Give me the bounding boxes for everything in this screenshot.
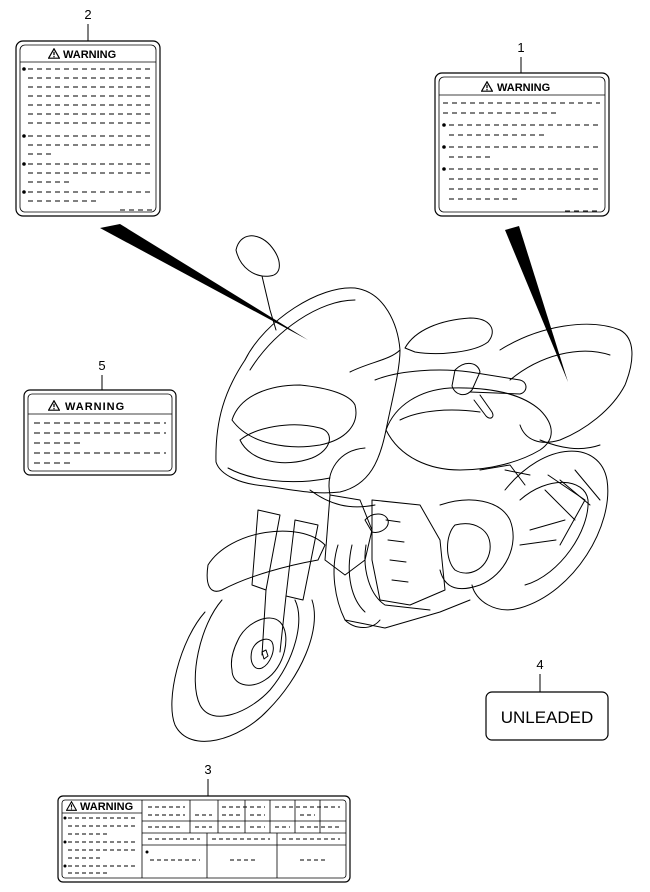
- label-1-title: WARNING: [497, 82, 550, 94]
- callout-2: 2: [84, 7, 91, 22]
- warning-label-2: 2 WARNING: [15, 7, 161, 217]
- unleaded-text: UNLEADED: [501, 708, 594, 727]
- callout-4: 4: [536, 657, 543, 672]
- unleaded-label-4: 4 UNLEADED: [485, 657, 609, 741]
- warning-label-5: 5 WARNING: [23, 358, 177, 476]
- leader-arrows: [100, 224, 568, 382]
- warning-label-3: 3 WARNING: [57, 762, 351, 883]
- label-3-title: WARNING: [80, 801, 133, 813]
- warning-label-1: 1 WARNING: [434, 40, 610, 217]
- label-2-title: WARNING: [63, 49, 116, 61]
- label-5-title: WARNING: [65, 401, 125, 413]
- callout-5: 5: [98, 358, 105, 373]
- motorcycle-illustration: [171, 235, 633, 742]
- callout-3: 3: [204, 762, 211, 777]
- callout-1: 1: [517, 40, 524, 55]
